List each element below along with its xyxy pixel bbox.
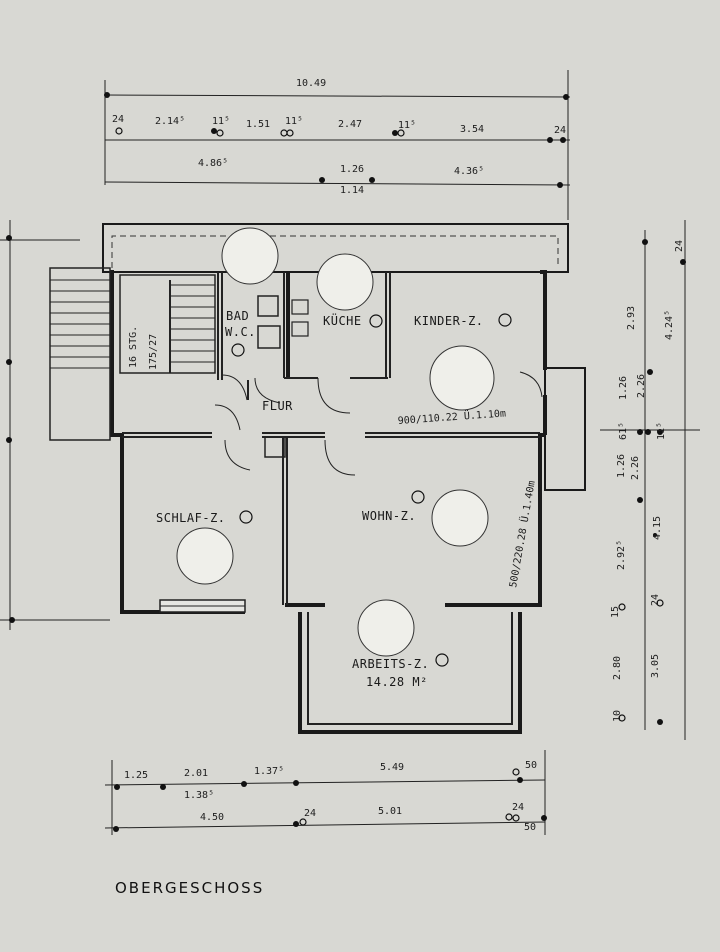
balcony-right bbox=[544, 367, 586, 491]
svg-text:2.80: 2.80 bbox=[612, 656, 623, 680]
room-label-kueche: KÜCHE bbox=[323, 312, 362, 328]
doors bbox=[214, 371, 543, 476]
dim-total-width: 10.49 bbox=[296, 78, 326, 89]
top-dimension-lines bbox=[104, 70, 571, 220]
svg-text:5.01: 5.01 bbox=[378, 806, 402, 817]
svg-text:3.54: 3.54 bbox=[460, 124, 484, 135]
svg-text:10: 10 bbox=[612, 710, 623, 722]
svg-text:4.50: 4.50 bbox=[200, 812, 224, 823]
socket-symbols bbox=[231, 313, 512, 667]
room-label-schlaf: SCHLAF-Z. bbox=[156, 511, 226, 525]
svg-text:1.38⁵: 1.38⁵ bbox=[184, 790, 214, 801]
room-label-flur: FLUR bbox=[262, 399, 293, 413]
room-labels: BAD W.C. KÜCHE KINDER-Z. FLUR SCHLAF-Z. … bbox=[156, 309, 484, 689]
svg-text:2.26: 2.26 bbox=[636, 374, 647, 398]
plan-title: OBERGESCHOSS bbox=[115, 879, 264, 897]
svg-text:1.26: 1.26 bbox=[616, 454, 627, 478]
svg-text:24: 24 bbox=[112, 114, 124, 125]
svg-text:1.26: 1.26 bbox=[618, 376, 629, 400]
staircase bbox=[49, 267, 216, 441]
room-label-wc: W.C. bbox=[225, 325, 256, 339]
svg-text:3.05: 3.05 bbox=[650, 654, 661, 678]
svg-text:24: 24 bbox=[304, 808, 316, 819]
window-schlaf bbox=[159, 599, 246, 613]
room-label-kinder: KINDER-Z. bbox=[414, 314, 484, 328]
svg-text:11⁵: 11⁵ bbox=[212, 116, 230, 127]
room-area-arbeits: 14.28 M² bbox=[366, 675, 428, 689]
room-label-arbeits: ARBEITS-Z. bbox=[352, 657, 429, 671]
svg-text:1.37⁵: 1.37⁵ bbox=[254, 766, 284, 777]
svg-text:11⁵: 11⁵ bbox=[398, 120, 416, 131]
interior-walls bbox=[122, 272, 540, 605]
svg-text:50: 50 bbox=[524, 822, 536, 833]
svg-text:4.86⁵: 4.86⁵ bbox=[198, 158, 228, 169]
sanitary-fixtures bbox=[257, 295, 309, 349]
stair-ratio: 175/27 bbox=[148, 334, 159, 370]
svg-text:1.26: 1.26 bbox=[340, 164, 364, 175]
stair-steps: 16 STG. bbox=[128, 326, 139, 368]
svg-text:24: 24 bbox=[650, 594, 661, 606]
svg-text:2.93: 2.93 bbox=[626, 306, 637, 330]
room-label-wohn: WOHN-Z. bbox=[362, 509, 416, 523]
top-dimension-labels: 10.49 24 2.14⁵ 11⁵ 1.51 11⁵ 2.47 11⁵ 3.5… bbox=[112, 78, 566, 196]
svg-text:24: 24 bbox=[554, 125, 566, 136]
svg-text:2.01: 2.01 bbox=[184, 768, 208, 779]
svg-text:1.14: 1.14 bbox=[340, 185, 364, 196]
svg-text:11⁵: 11⁵ bbox=[656, 422, 667, 440]
ceiling-fixtures bbox=[176, 227, 495, 657]
bottom-dimension-lines bbox=[104, 750, 547, 835]
svg-text:61⁵: 61⁵ bbox=[618, 422, 629, 440]
svg-text:1.25: 1.25 bbox=[124, 770, 148, 781]
right-dimension-lines bbox=[600, 220, 700, 740]
stair-annotation: 16 STG. 175/27 bbox=[128, 326, 159, 370]
svg-text:2.47: 2.47 bbox=[338, 119, 362, 130]
left-dimension-lines bbox=[0, 220, 110, 630]
svg-text:15: 15 bbox=[610, 606, 621, 618]
svg-text:4.24⁵: 4.24⁵ bbox=[664, 310, 675, 340]
svg-text:4.15: 4.15 bbox=[652, 516, 663, 540]
arbeits-walls bbox=[298, 612, 522, 734]
svg-text:4.36⁵: 4.36⁵ bbox=[454, 166, 484, 177]
svg-text:24: 24 bbox=[512, 802, 524, 813]
svg-text:24: 24 bbox=[674, 240, 685, 252]
right-dimension-labels: 24 2.93 4.24⁵ 1.26 2.26 61⁵ 11⁵ 1.26 2.2… bbox=[610, 240, 685, 722]
svg-text:1.51: 1.51 bbox=[246, 119, 270, 130]
room-label-bad: BAD bbox=[226, 309, 249, 323]
svg-text:5.49: 5.49 bbox=[380, 762, 404, 773]
svg-text:11⁵: 11⁵ bbox=[285, 116, 303, 127]
bottom-dimension-labels: 1.25 2.01 1.37⁵ 5.49 50 1.38⁵ 4.50 24 5.… bbox=[124, 760, 537, 833]
svg-text:50: 50 bbox=[525, 760, 537, 771]
svg-text:2.14⁵: 2.14⁵ bbox=[155, 116, 185, 127]
svg-text:2.92⁵: 2.92⁵ bbox=[616, 540, 627, 570]
svg-text:2.26: 2.26 bbox=[630, 456, 641, 480]
